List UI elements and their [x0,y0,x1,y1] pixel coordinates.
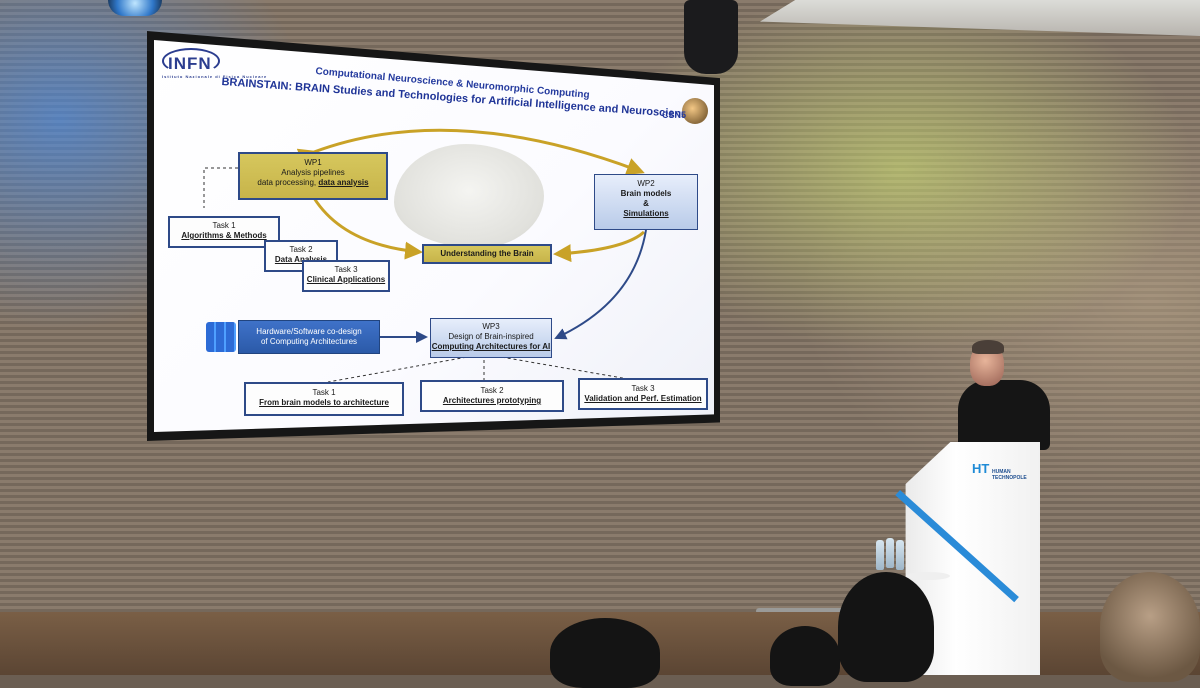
hw-codesign-box: Hardware/Software co-design of Computing… [238,320,380,354]
ht-logo-line2: TECHNOPOLE [992,475,1027,481]
wp3-task3-label: Task 3 [631,384,655,393]
hardware-blocks-icon [206,322,236,352]
wp1-task2-text: Data Analysis [274,255,328,264]
wp2-label: WP2 [637,179,655,188]
wp3-task2-label: Task 2 [480,386,504,395]
wp1-task3-box: Task 3 Clinical Applications [302,260,390,292]
speaker-hair [972,340,1004,354]
audience-head [770,626,840,686]
water-bottle [896,540,904,570]
wp3-line2: Computing Architectures for AI [431,342,551,351]
hw-line1: Hardware/Software co-design [256,327,362,336]
speaker-body [958,380,1050,450]
diagram-arrows [203,128,647,383]
wp1-line2: data processing, [257,178,317,187]
wp2-line3: Simulations [623,209,669,218]
understanding-brain-box: Understanding the Brain [422,244,552,264]
understanding-brain-label: Understanding the Brain [440,249,534,258]
wp1-task1-label: Task 1 [212,221,236,230]
infn-logo-subtitle: Istituto Nazionale di Fisica Nucleare [162,74,268,79]
ht-logo-mark: HT [972,461,990,476]
arrow-wp1-to-center [312,197,423,260]
wp3-line1: Design of Brain-inspired [448,332,534,341]
audience-head [1100,572,1200,682]
arrow-wp1-to-wp2 [296,128,645,176]
wp2-box: WP2 Brain models & Simulations [594,174,698,230]
ceiling-speaker [684,0,738,74]
infn-logo-text: INFN [168,54,212,73]
water-bottle [876,540,884,570]
wp1-label: WP1 [304,158,322,167]
hw-line2: of Computing Architectures [260,337,358,346]
arrow-wp2-to-wp3 [554,229,647,340]
wp1-line2-bold: data analysis [318,178,369,187]
wp1-line1: Analysis pipelines [281,168,345,177]
dashed-wp3-task3 [483,353,635,381]
wp2-line1: Brain models [620,189,672,198]
water-bottle [886,538,894,568]
wp1-task1-box: Task 1 Algorithms & Methods [168,216,280,248]
arrow-wp2-to-center [553,230,646,263]
wp3-task2-text: Architectures prototyping [442,396,542,405]
floor-rail [756,608,876,614]
wp3-box: WP3 Design of Brain-inspired Computing A… [430,318,552,358]
dashed-wp1-tasks [203,167,238,208]
dashed-wp3-task1 [327,353,485,383]
audience-head [550,618,660,688]
wp1-task3-text: Clinical Applications [306,275,386,284]
wp1-task1-text: Algorithms & Methods [181,231,267,240]
audience-head [838,572,934,682]
side-table [906,572,950,580]
wp3-task1-label: Task 1 [312,388,336,397]
wp3-task1-box: Task 1 From brain models to architecture [244,382,404,416]
wp1-box: WP1 Analysis pipelines data processing, … [238,152,388,200]
csn5-head-icon [682,98,708,124]
wp3-task1-text: From brain models to architecture [259,398,389,407]
csn5-label: CSN5 [662,110,687,120]
wp1-task2-label: Task 2 [289,245,313,254]
infn-logo: INFN Istituto Nazionale di Fisica Nuclea… [160,46,266,80]
stage-spotlight [108,0,162,16]
wp3-label: WP3 [482,322,500,331]
wp3-task3-text: Validation and Perf. Estimation [584,394,702,403]
presentation-slide: INFN Istituto Nazionale di Fisica Nuclea… [154,40,714,432]
wp2-line2: & [643,199,649,208]
wp3-task3-box: Task 3 Validation and Perf. Estimation [578,378,708,410]
wp3-task2-box: Task 2 Architectures prototyping [420,380,564,412]
ht-logo-line1: HUMAN [992,469,1011,475]
wp1-task3-label: Task 3 [334,265,358,274]
